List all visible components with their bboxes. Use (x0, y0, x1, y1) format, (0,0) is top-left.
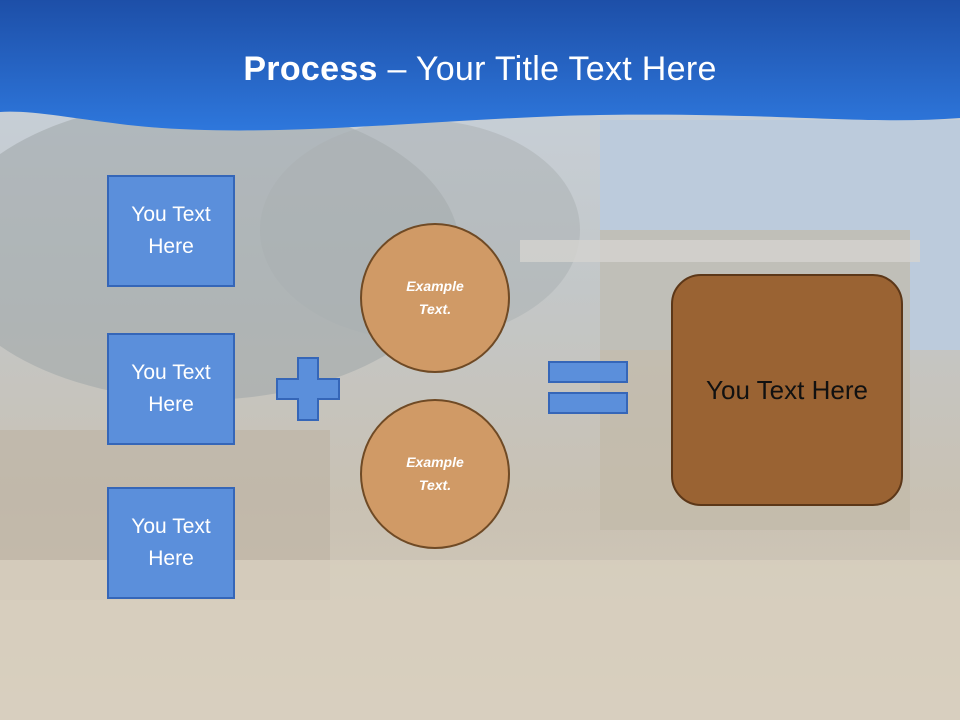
title-rest: – Your Title Text Here (377, 50, 717, 88)
input-box-2: You Text Here (107, 333, 235, 445)
example-circle-1: Example Text. (360, 223, 510, 373)
result-box: You Text Here (671, 274, 903, 506)
input-box-1: You Text Here (107, 175, 235, 287)
title-bold: Process (243, 50, 378, 88)
equals-icon (548, 361, 628, 414)
slide-title: Process – Your Title Text Here (0, 50, 960, 89)
example-circle-2: Example Text. (360, 399, 510, 549)
plus-icon (276, 357, 340, 421)
input-box-3: You Text Here (107, 487, 235, 599)
